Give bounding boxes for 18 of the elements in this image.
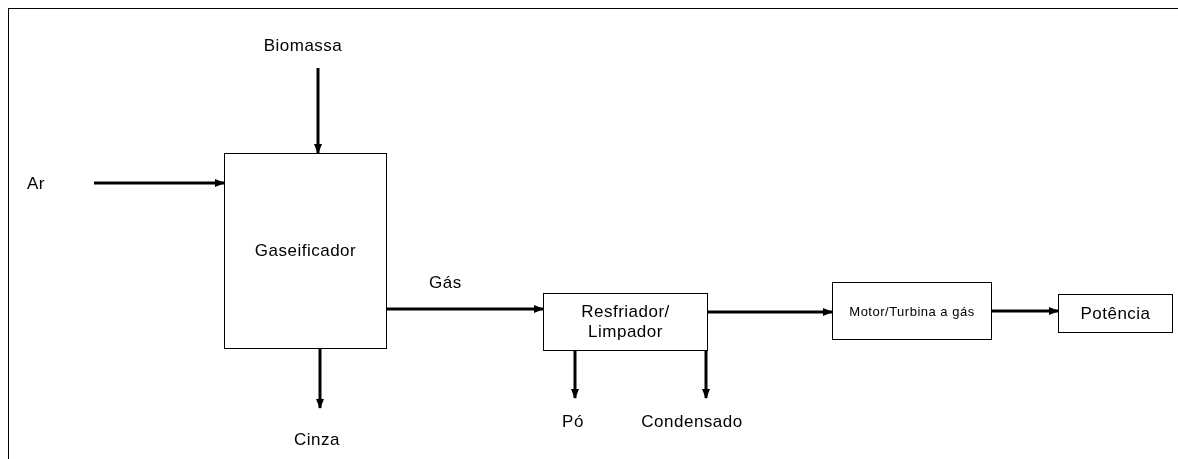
process-box: Motor/Turbina a gás <box>832 282 992 340</box>
arrow <box>316 349 324 409</box>
arrow <box>708 308 833 316</box>
output-label: Pó <box>556 410 590 434</box>
output-label: Condensado <box>624 410 760 434</box>
input-label: Biomassa <box>262 34 344 58</box>
output-box: Potência <box>1058 294 1173 333</box>
arrow <box>992 307 1059 315</box>
process-box: Gaseificador <box>224 153 387 349</box>
input-label: Ar <box>18 172 54 196</box>
arrow <box>571 351 579 399</box>
arrow <box>702 351 710 399</box>
arrow <box>94 179 225 187</box>
edge-label: Gás <box>429 273 462 293</box>
output-label: Cinza <box>278 428 356 452</box>
arrow <box>387 305 544 313</box>
arrow <box>314 68 322 154</box>
process-box: Resfriador/ Limpador <box>543 293 708 351</box>
